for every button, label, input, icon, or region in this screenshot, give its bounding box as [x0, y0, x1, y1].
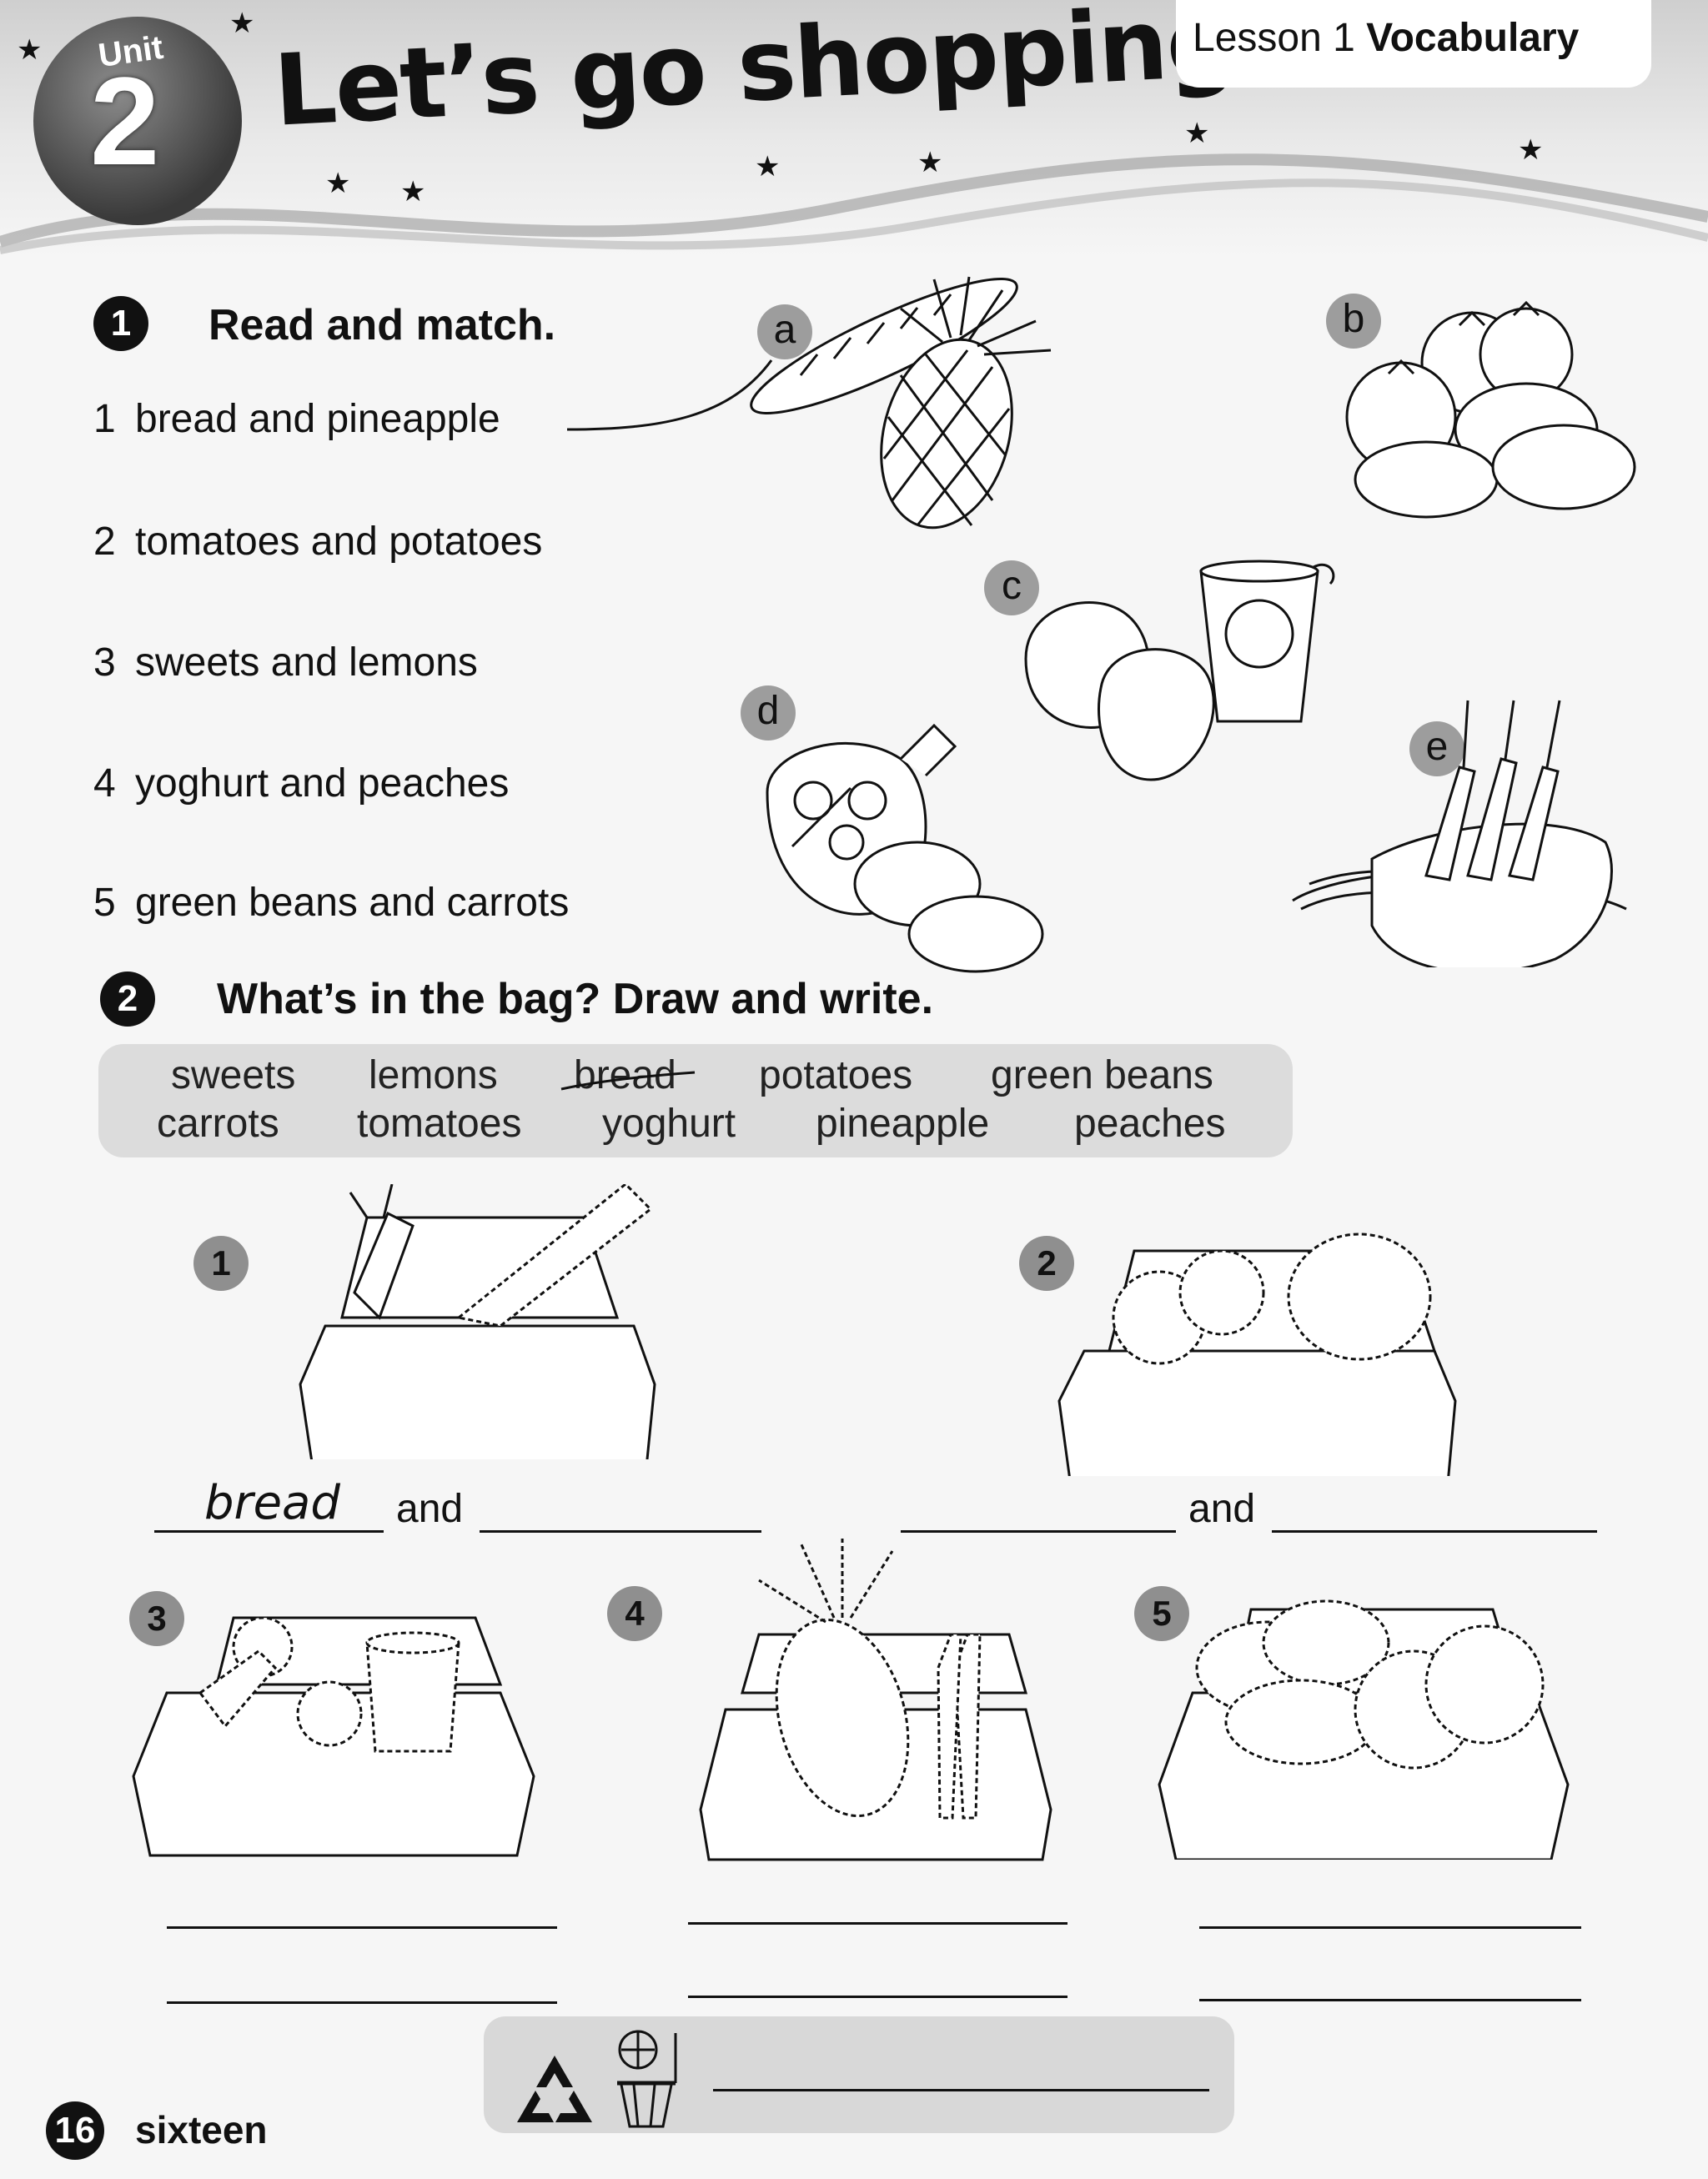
- star-icon: ★: [17, 34, 43, 66]
- star-icon: ★: [1518, 134, 1544, 166]
- basketball-hoop-icon: [617, 2030, 677, 2128]
- page-number-word: sixteen: [135, 2108, 268, 2151]
- word-bank: [98, 1044, 1293, 1157]
- star-icon: ★: [1184, 118, 1210, 149]
- tomatoes-potatoes-illustration: [1345, 300, 1636, 519]
- word-bank-word: pineapple: [816, 1102, 990, 1146]
- reflection-box: [484, 2016, 1234, 2133]
- word-bank-word: potatoes: [759, 1053, 913, 1097]
- bag-number-4: 4: [607, 1586, 662, 1641]
- lesson-type: Vocabulary: [1366, 16, 1580, 60]
- match-item-4: 4 yoghurt and peaches: [93, 761, 509, 806]
- picture-letter-c: c: [984, 560, 1039, 615]
- word-bank-word: peaches: [1074, 1102, 1226, 1146]
- star-icon: ★: [400, 176, 426, 208]
- answer-line[interactable]: [167, 2001, 557, 2004]
- word-bank-word: tomatoes: [357, 1102, 522, 1146]
- picture-letter-b: b: [1326, 294, 1381, 349]
- answer-line[interactable]: [1199, 1999, 1581, 2001]
- answer-line[interactable]: [154, 1530, 384, 1533]
- unit-number: 2: [90, 51, 160, 191]
- reflection-answer-line[interactable]: [713, 2089, 1209, 2091]
- answer-line[interactable]: [688, 1922, 1068, 1925]
- match-item-text: bread and pineapple: [135, 397, 500, 441]
- sweets-lemons-illustration: [766, 723, 1044, 973]
- carrots-beans-illustration: [1292, 700, 1627, 967]
- bag-number-3: 3: [129, 1591, 184, 1646]
- and-word: and: [1188, 1487, 1256, 1531]
- strikethrough-mark: [560, 1071, 696, 1091]
- shopping-bag-4-illustration: [699, 1539, 1052, 1861]
- word-bank-word: carrots: [157, 1102, 279, 1146]
- match-item-text: yoghurt and peaches: [135, 761, 510, 806]
- match-item-2: 2 tomatoes and potatoes: [93, 519, 542, 565]
- exercise-2-number: 2: [100, 972, 155, 1027]
- unit-badge: [33, 17, 242, 225]
- match-item-1: 1 bread and pineapple: [93, 396, 500, 442]
- match-item-3: 3 sweets and lemons: [93, 640, 478, 685]
- shopping-bag-3-illustration: [132, 1616, 535, 1857]
- page-number: 16: [46, 2101, 104, 2160]
- picture-letter-e: e: [1409, 721, 1464, 776]
- bag-number-2: 2: [1019, 1236, 1074, 1291]
- star-icon: ★: [755, 151, 781, 183]
- match-item-number: 5: [93, 881, 116, 925]
- peaches-yoghurt-illustration: [1024, 560, 1335, 781]
- answer-line[interactable]: [1199, 1926, 1581, 1929]
- exercise-1-instruction: Read and match.: [208, 301, 556, 349]
- star-icon: ★: [229, 8, 255, 39]
- example-match-line: [566, 359, 773, 431]
- match-item-number: 2: [93, 520, 116, 564]
- match-item-number: 1: [93, 397, 116, 441]
- picture-letter-a: a: [757, 304, 812, 359]
- bag-number-1: 1: [193, 1236, 249, 1291]
- shopping-bag-2-illustration: [1057, 1233, 1457, 1476]
- match-item-number: 3: [93, 640, 116, 685]
- lesson-tab: [1176, 0, 1651, 88]
- bread-pineapple-illustration: [750, 276, 1052, 530]
- match-item-text: green beans and carrots: [135, 881, 570, 925]
- recycle-icon: [517, 2056, 592, 2122]
- match-item-text: tomatoes and potatoes: [135, 520, 543, 564]
- star-icon: ★: [917, 147, 943, 178]
- star-icon: ★: [325, 168, 351, 199]
- answer-line[interactable]: [480, 1530, 761, 1533]
- bag-number-5: 5: [1134, 1586, 1189, 1641]
- word-bank-word: yoghurt: [602, 1102, 736, 1146]
- answer-line[interactable]: [1272, 1530, 1597, 1533]
- match-item-text: sweets and lemons: [135, 640, 478, 685]
- answer-line[interactable]: [167, 1926, 557, 1929]
- match-item-number: 4: [93, 761, 116, 806]
- and-word: and: [396, 1487, 464, 1531]
- shopping-bag-1-illustration: [299, 1184, 656, 1459]
- lesson-prefix: Lesson 1: [1193, 16, 1355, 60]
- word-bank-word: green beans: [991, 1053, 1213, 1097]
- exercise-2-instruction: What’s in the bag? Draw and write.: [217, 975, 934, 1023]
- answer-line[interactable]: [688, 1996, 1068, 1998]
- lesson-label: Lesson 1 Vocabulary: [1193, 15, 1579, 61]
- example-answer: bread: [204, 1476, 340, 1530]
- header-ribbon: [0, 153, 1708, 254]
- answer-line[interactable]: [901, 1530, 1176, 1533]
- shopping-bag-5-illustration: [1158, 1599, 1570, 1860]
- picture-letter-d: d: [741, 685, 796, 741]
- exercise-1-number: 1: [93, 296, 148, 351]
- word-bank-word: sweets: [171, 1053, 296, 1097]
- match-item-5: 5 green beans and carrots: [93, 880, 569, 926]
- word-bank-word: lemons: [369, 1053, 498, 1097]
